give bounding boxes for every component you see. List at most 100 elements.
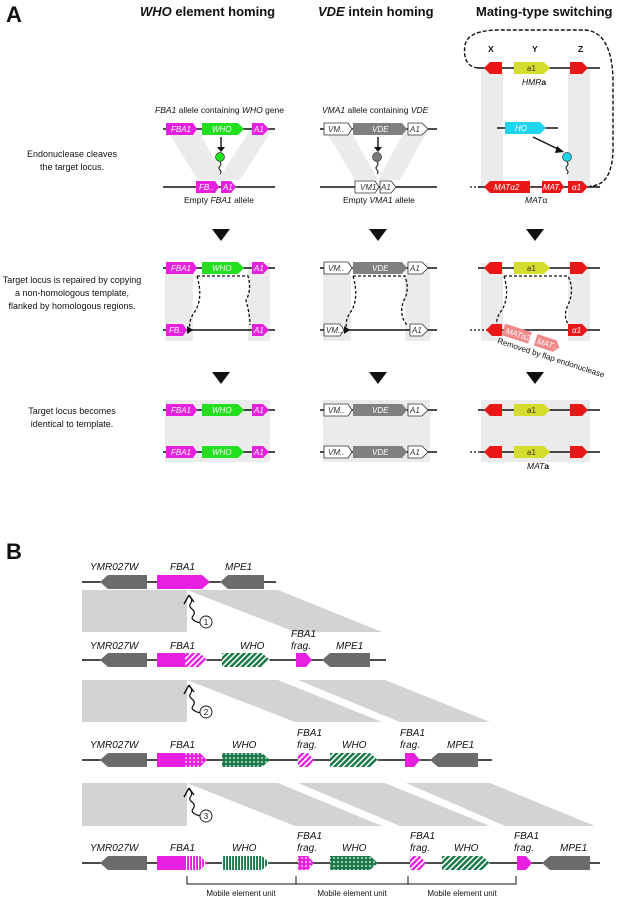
who-homology-right xyxy=(218,130,272,180)
svg-text:WHO: WHO xyxy=(240,641,265,652)
mating-step-arrow-1 xyxy=(526,229,544,241)
svg-text:a1: a1 xyxy=(527,406,536,415)
svg-text:a1: a1 xyxy=(527,64,536,73)
svg-text:VDE: VDE xyxy=(372,406,389,415)
svg-text:a1: a1 xyxy=(527,264,536,273)
svg-text:VM..: VM.. xyxy=(328,125,344,134)
svg-text:A1: A1 xyxy=(409,264,420,273)
svg-text:WHO: WHO xyxy=(212,125,232,134)
svg-text:MPE1: MPE1 xyxy=(225,562,252,573)
step2-line2: a non-homologous template, xyxy=(15,288,129,298)
svg-text:A1: A1 xyxy=(409,125,420,134)
vde-template-caption: VMA1 allele containing VDE xyxy=(322,105,429,115)
panel-b-letter: B xyxy=(6,539,22,564)
svg-text:VM..: VM.. xyxy=(328,406,344,415)
svg-text:WHO: WHO xyxy=(342,843,367,854)
who-homology-left xyxy=(167,130,226,180)
ho-gene xyxy=(505,122,546,134)
svg-text:A1: A1 xyxy=(253,264,264,273)
svg-text:FB..: FB.. xyxy=(199,183,214,192)
svg-text:FBA1: FBA1 xyxy=(170,641,195,652)
row-1: YMR027W FBA1 MPE1 xyxy=(82,562,276,589)
svg-text:WHO: WHO xyxy=(232,843,257,854)
mating-column: X Y Z a1 HMRa HO MATα2 MAT.. α1 MATα xyxy=(463,29,614,471)
svg-text:WHO: WHO xyxy=(454,843,479,854)
vde-gene xyxy=(353,123,407,135)
svg-text:YMR027W: YMR027W xyxy=(90,562,140,573)
svg-text:A1: A1 xyxy=(253,326,264,335)
vde-step-arrow-2 xyxy=(369,372,387,384)
svg-text:WHO: WHO xyxy=(212,406,232,415)
step3-line1: Target locus becomes xyxy=(28,406,116,416)
who-template-caption: FBA1 allele containing WHO gene xyxy=(155,105,284,115)
row-4: YMR027W FBA1 WHO FBA1 frag. WHO FBA1 fra… xyxy=(82,831,600,870)
who-empty-caption: Empty FBA1 allele xyxy=(184,195,254,205)
svg-text:FBA1: FBA1 xyxy=(170,843,195,854)
svg-text:Mobile element unit: Mobile element unit xyxy=(427,889,497,898)
svg-text:A1: A1 xyxy=(253,125,264,134)
step2-line3: flanked by homologous regions. xyxy=(8,301,135,311)
who-gene xyxy=(202,123,244,135)
hmra-x-red xyxy=(484,62,502,74)
mobile-element-units: Mobile element unit Mobile element unit … xyxy=(186,876,517,898)
svg-text:MPE1: MPE1 xyxy=(560,843,587,854)
vde-endonuclease-icon xyxy=(372,152,382,162)
svg-text:A1: A1 xyxy=(253,448,264,457)
svg-text:FBA1: FBA1 xyxy=(170,740,195,751)
svg-text:frag.: frag. xyxy=(291,641,311,652)
svg-text:FBA1: FBA1 xyxy=(400,728,425,739)
vde-column: VMA1 allele containing VDE VM.. VDE A1 V… xyxy=(320,105,437,462)
svg-text:frag.: frag. xyxy=(297,843,317,854)
svg-text:FBA1: FBA1 xyxy=(171,125,191,134)
svg-text:VM..: VM.. xyxy=(328,448,344,457)
svg-text:MATα2: MATα2 xyxy=(494,183,520,192)
mating-step-arrow-2 xyxy=(526,372,544,384)
svg-text:FBA1: FBA1 xyxy=(297,831,322,842)
svg-text:MPE1: MPE1 xyxy=(336,641,363,652)
who-step-arrow-2 xyxy=(212,372,230,384)
step2-line1: Target locus is repaired by copying xyxy=(3,275,142,285)
svg-text:MATa: MATa xyxy=(527,461,549,471)
svg-text:FBA1: FBA1 xyxy=(171,264,191,273)
step1-line1: Endonuclease cleaves xyxy=(27,149,118,159)
svg-text:FBA1: FBA1 xyxy=(410,831,435,842)
svg-text:2: 2 xyxy=(204,708,209,717)
svg-text:FBA1: FBA1 xyxy=(297,728,322,739)
svg-text:WHO: WHO xyxy=(212,448,232,457)
svg-text:X: X xyxy=(488,44,494,54)
svg-text:FBA1: FBA1 xyxy=(171,406,191,415)
svg-text:a1: a1 xyxy=(527,448,536,457)
vde-empty-caption: Empty VMA1 allele xyxy=(343,195,415,205)
svg-text:MPE1: MPE1 xyxy=(447,740,474,751)
hmra-z-red xyxy=(570,62,588,74)
svg-text:α1: α1 xyxy=(572,326,581,335)
who-step-arrow-1 xyxy=(212,229,230,241)
svg-text:HO: HO xyxy=(515,124,527,133)
column-title-who: WHO element homing xyxy=(140,4,275,19)
svg-text:VDE: VDE xyxy=(372,125,389,134)
svg-text:A1: A1 xyxy=(409,448,420,457)
svg-text:YMR027W: YMR027W xyxy=(90,641,140,652)
svg-text:3: 3 xyxy=(204,812,209,821)
step3-line2: identical to template. xyxy=(31,419,114,429)
svg-text:A1: A1 xyxy=(380,183,391,192)
svg-text:FB..: FB.. xyxy=(169,326,184,335)
svg-text:1: 1 xyxy=(204,618,209,627)
who-column: FBA1 allele containing WHO gene FBA1 WHO… xyxy=(155,105,284,462)
svg-text:frag.: frag. xyxy=(410,843,430,854)
removed-flap: MATα2 MAT.. Removed by flap endonuclease xyxy=(496,323,606,380)
vde-vm-gene xyxy=(323,122,353,136)
hmra-a1 xyxy=(514,62,550,74)
svg-text:Mobile element unit: Mobile element unit xyxy=(206,889,276,898)
row-2: YMR027W FBA1 WHO FBA1 frag. MPE1 xyxy=(82,629,386,667)
svg-text:A1: A1 xyxy=(253,406,264,415)
svg-text:YMR027W: YMR027W xyxy=(90,843,140,854)
who-fba1-gene xyxy=(166,123,197,135)
svg-text:VDE: VDE xyxy=(372,448,389,457)
panel-a-letter: A xyxy=(6,2,22,27)
who-endonuclease-icon xyxy=(215,152,225,162)
ho-endonuclease-icon xyxy=(562,152,572,162)
step-labels: Endonuclease cleaves the target locus. T… xyxy=(3,149,142,429)
svg-text:FBA1: FBA1 xyxy=(291,629,316,640)
